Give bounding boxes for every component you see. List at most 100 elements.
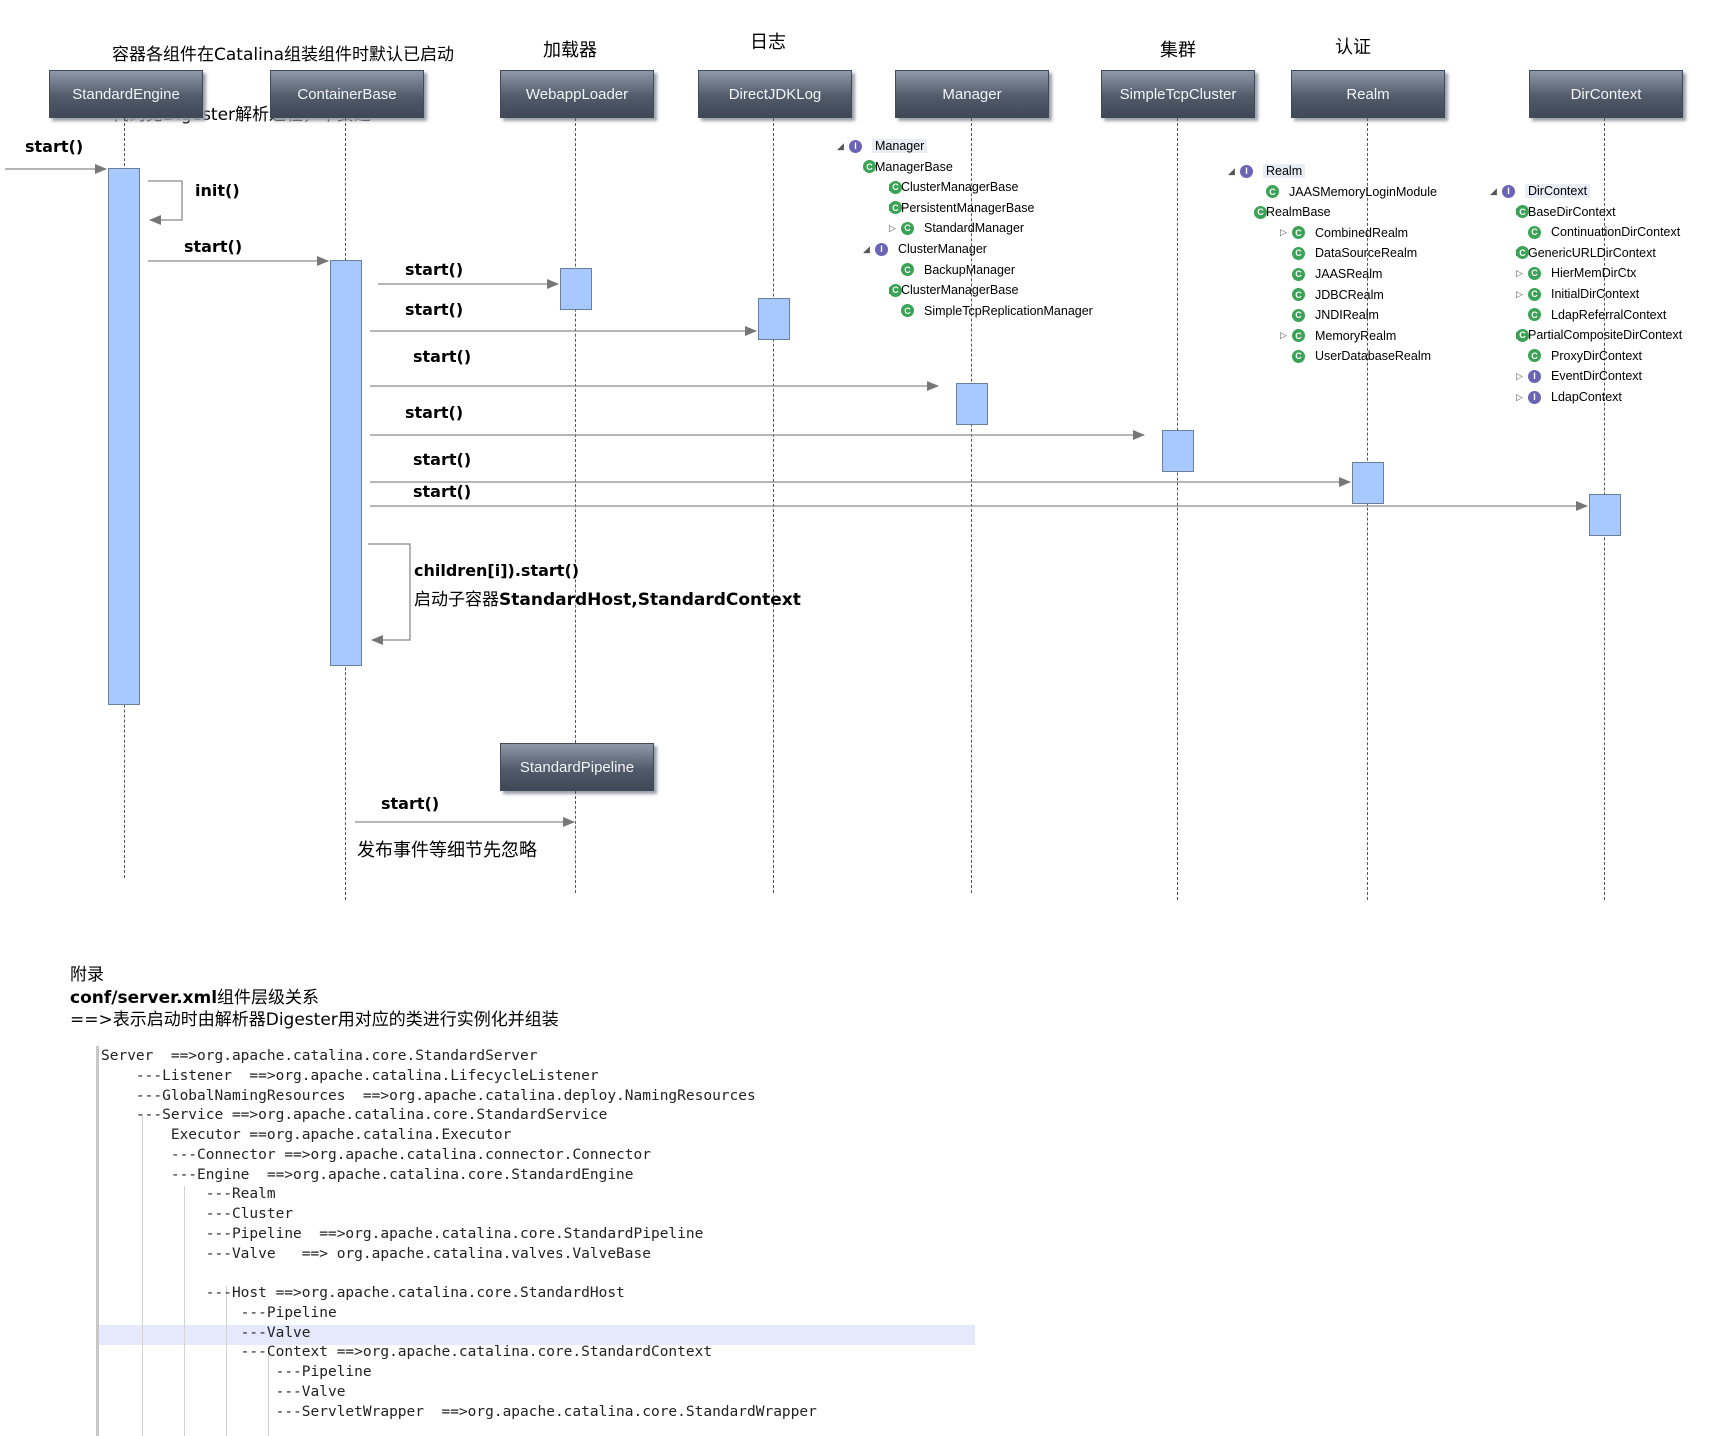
message-to-realm-start: start() [413, 450, 472, 469]
manager-type-hierarchy: ◢IManager◢CManagerBase▷CClusterManagerBa… [837, 137, 1137, 337]
tree-node-label: LdapContext [1551, 390, 1622, 404]
tree-node-label: HierMemDirCtx [1551, 266, 1637, 281]
participant-dir-context: DirContext [1529, 70, 1683, 118]
code-line: Executor ==org.apache.catalina.Executor [101, 1127, 512, 1143]
participant-label: Realm [1346, 85, 1390, 103]
tree-node-label: JAASRealm [1315, 267, 1383, 281]
tree-node-label: RealmBase [1266, 205, 1331, 220]
participant-realm: Realm [1291, 70, 1445, 118]
realm-type-hierarchy: ◢IRealmCJAASMemoryLoginModule◢CRealmBase… [1228, 162, 1488, 382]
indent-guide [184, 1186, 185, 1436]
code-line: ---Host ==>org.apache.catalina.core.Stan… [101, 1285, 625, 1301]
collapse-triangle-icon[interactable]: ◢ [1490, 185, 1497, 196]
code-line: ---Pipeline [101, 1364, 372, 1380]
tree-node[interactable]: C BackupManager [889, 261, 1015, 279]
class-icon: C [1528, 349, 1541, 363]
tree-node-label: DataSourceRealm [1315, 246, 1418, 261]
collapse-triangle-icon[interactable]: ◢ [863, 243, 870, 254]
class-icon: C [1292, 329, 1305, 343]
tree-node-label: UserDatabaseRealm [1315, 349, 1432, 364]
tree-node-label: DirContext [1525, 184, 1591, 198]
message-pipeline-note: 发布事件等细节先忽略 [357, 840, 537, 861]
message-children-note: 启动子容器StandardHost,StandardContext [414, 585, 801, 610]
activation-realm [1352, 462, 1384, 504]
arrow-children-start [368, 543, 411, 645]
collapse-triangle-icon[interactable]: ◢ [837, 140, 844, 151]
code-line: ---Service ==>org.apache.catalina.core.S… [101, 1107, 608, 1124]
tree-node-label: SimpleTcpReplicationManager [924, 303, 1093, 318]
lifeline-standard-pipeline [575, 791, 576, 893]
tree-node[interactable]: C SimpleTcpReplicationManager [889, 302, 1093, 320]
abstract-class-icon: C [1254, 205, 1267, 219]
appendix-title: 附录 [70, 965, 104, 985]
collapse-triangle-icon[interactable]: ◢ [1228, 165, 1235, 176]
expand-triangle-icon[interactable]: ▷ [1280, 330, 1287, 341]
participant-label: SimpleTcpCluster [1119, 85, 1237, 103]
class-icon: C [901, 263, 914, 277]
participant-standard-pipeline: StandardPipeline [500, 743, 654, 791]
abstract-class-icon: C [863, 160, 876, 174]
expand-triangle-icon[interactable]: ▷ [1280, 227, 1287, 238]
expand-triangle-icon[interactable]: ▷ [889, 222, 896, 233]
tree-node[interactable]: ▷ I LdapContext [1516, 388, 1622, 406]
tree-node-label: ClusterManagerBase [901, 180, 1019, 195]
appendix-subtitle-rest: 组件层级关系 [217, 988, 320, 1008]
lifeline-simple-tcp-cluster [1177, 118, 1178, 900]
tree-node-label: EventDirContext [1551, 369, 1643, 384]
activation-dir-context [1589, 494, 1621, 536]
interface-icon: I [1528, 390, 1541, 404]
indent-guide [226, 1286, 227, 1436]
class-icon: C [1266, 185, 1279, 199]
class-icon: C [1292, 288, 1305, 302]
tree-node-label: Manager [872, 139, 928, 153]
expand-triangle-icon[interactable]: ▷ [1516, 370, 1523, 381]
abstract-class-icon: C [889, 201, 902, 215]
tree-node-label: JNDIRealm [1315, 308, 1379, 323]
tree-node[interactable]: C ProxyDirContext [1516, 347, 1642, 365]
activation-manager [956, 383, 988, 425]
class-icon: C [901, 221, 914, 235]
children-note-bold: StandardHost,StandardContext [499, 590, 801, 610]
code-line: Server ==>org.apache.catalina.core.Stand… [101, 1048, 538, 1064]
code-line: ---Pipeline [101, 1304, 337, 1321]
expand-triangle-icon[interactable]: ▷ [1516, 267, 1523, 278]
code-line: ---Listener ==>org.apache.catalina.Lifec… [101, 1067, 599, 1084]
class-icon: C [901, 304, 914, 318]
appendix-subtitle-bold: conf/server.xml [70, 988, 218, 1008]
participant-label: ContainerBase [297, 85, 397, 103]
expand-triangle-icon[interactable]: ▷ [1516, 288, 1523, 299]
tree-node-label: ProxyDirContext [1551, 348, 1642, 363]
participant-manager: Manager [895, 70, 1049, 118]
tree-node-label: BackupManager [924, 262, 1016, 277]
expand-triangle-icon[interactable]: ▷ [1516, 391, 1523, 402]
message-engine-to-container-start: start() [184, 237, 243, 256]
activation-container-base [330, 260, 362, 666]
participant-container-base: ContainerBase [270, 70, 424, 118]
